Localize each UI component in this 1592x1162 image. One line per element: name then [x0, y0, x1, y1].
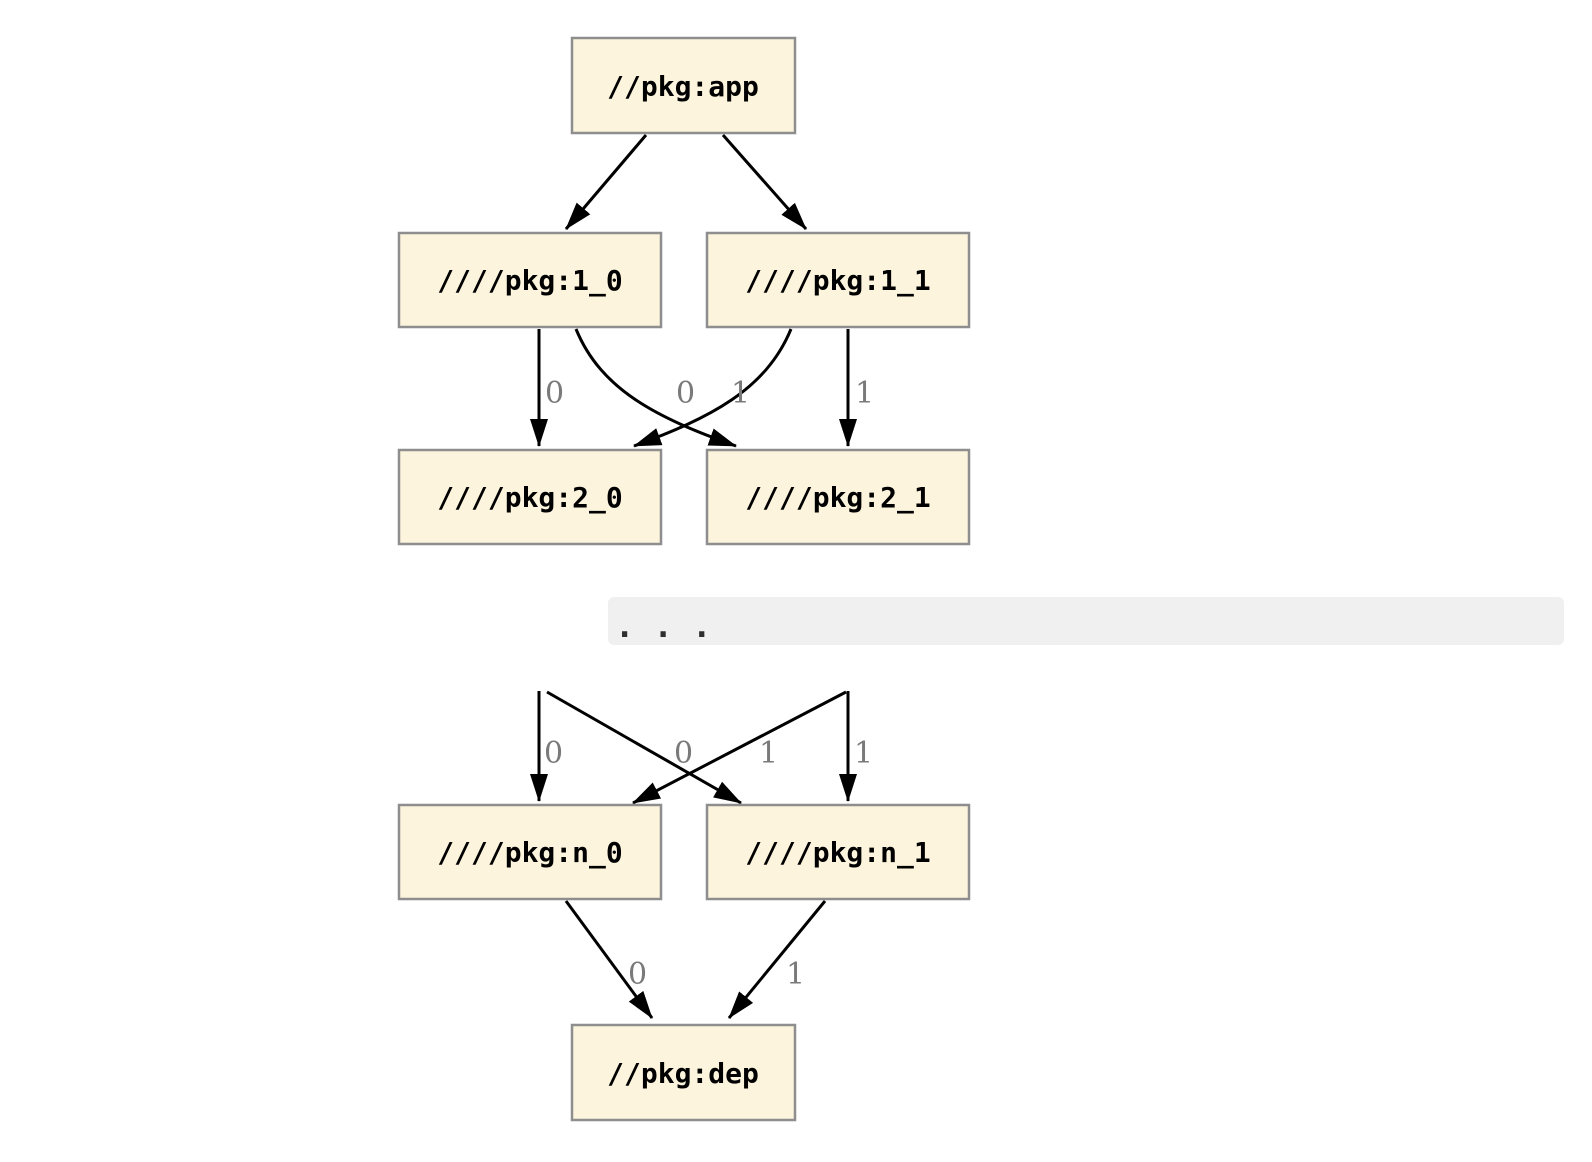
- ellipsis-dots: . . .: [615, 607, 711, 645]
- edge-label-1-0-to-2-0: 0: [545, 376, 564, 411]
- edge-label-n-0-to-dep: 0: [628, 957, 647, 992]
- node-pkg-2-0: ////pkg:2_0: [397, 448, 663, 546]
- node-box-1-1: [705, 231, 971, 329]
- node-pkg-1-0: ////pkg:1_0: [397, 231, 663, 329]
- edge-app-to-1-0: [564, 134, 648, 230]
- node-label-2-0: ////pkg:2_0: [437, 481, 622, 514]
- edge-label-n-1-to-dep: 1: [786, 957, 805, 992]
- ellipsis-bar: [608, 597, 1564, 645]
- node-pkg-n-1: ////pkg:n_1: [705, 803, 971, 901]
- node-pkg-dep: //pkg:dep: [570, 1023, 797, 1122]
- edge-label-prev-to-n-0-diagonal: 0: [674, 736, 693, 771]
- edge-label-1-1-to-2-0: 0: [676, 376, 695, 411]
- node-box-n-0: [397, 803, 663, 901]
- edge-1-1-to-2-0: [633, 328, 793, 448]
- edge-n-1-to-dep: [727, 900, 827, 1019]
- edge-label-1-1-to-2-1: 1: [855, 376, 874, 411]
- edge-prev-to-n-1-diagonal: [546, 690, 742, 805]
- node-box-dep: [570, 1023, 797, 1122]
- edge-n-0-to-dep: [564, 900, 654, 1019]
- node-box-app: [570, 36, 797, 135]
- node-pkg-2-1: ////pkg:2_1: [705, 448, 971, 546]
- edge-label-prev-to-n-1-diagonal: 1: [759, 736, 778, 771]
- edge-prev-to-n-0-diagonal: [632, 690, 847, 805]
- node-label-dep: //pkg:dep: [607, 1057, 759, 1090]
- node-label-2-1: ////pkg:2_1: [745, 481, 930, 514]
- node-label-n-1: ////pkg:n_1: [745, 836, 930, 869]
- node-label-1-0: ////pkg:1_0: [437, 264, 622, 297]
- node-box-2-0: [397, 448, 663, 546]
- node-pkg-1-1: ////pkg:1_1: [705, 231, 971, 329]
- edge-group: [530, 134, 857, 1019]
- node-box-n-1: [705, 803, 971, 901]
- node-box-2-1: [705, 448, 971, 546]
- node-pkg-n-0: ////pkg:n_0: [397, 803, 663, 901]
- ellipsis-row: . . .: [608, 597, 1564, 645]
- edge-label-1-0-to-2-1: 1: [731, 376, 750, 411]
- node-label-app: //pkg:app: [607, 70, 759, 103]
- edge-label-prev-to-n-0-vertical: 0: [544, 736, 563, 771]
- edge-label-prev-to-n-1-vertical: 1: [854, 736, 873, 771]
- node-pkg-app: //pkg:app: [570, 36, 797, 135]
- node-label-1-1: ////pkg:1_1: [745, 264, 930, 297]
- edge-1-0-to-2-1: [574, 328, 737, 448]
- edge-app-to-1-1: [721, 134, 808, 230]
- node-box-1-0: [397, 231, 663, 329]
- node-label-n-0: ////pkg:n_0: [437, 836, 622, 869]
- edge-label-group: 0 0 1 1 0 0 1 1 0 1: [544, 376, 874, 992]
